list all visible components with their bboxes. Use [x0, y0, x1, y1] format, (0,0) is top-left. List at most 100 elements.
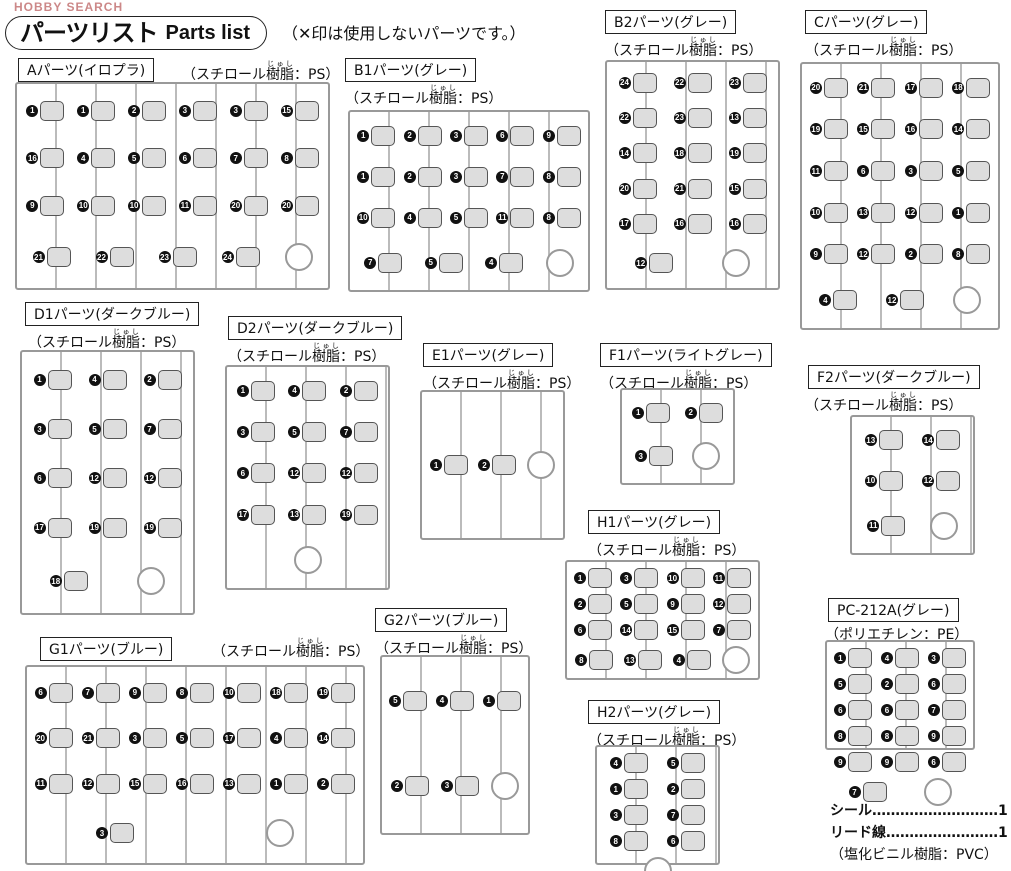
part-shape: [189, 773, 214, 794]
part-number: 20: [809, 81, 822, 94]
part-item: 9: [26, 195, 65, 216]
material-kanji-text: 樹脂: [296, 644, 324, 660]
part-number: 7: [712, 624, 725, 636]
part-shape: [331, 728, 356, 749]
part-item: 23: [673, 107, 712, 128]
part-shape: [623, 753, 648, 773]
furigana: じゅし: [459, 634, 487, 642]
part-shape: [102, 419, 127, 440]
part-number: 6: [927, 678, 940, 690]
part-item: 10: [223, 682, 262, 703]
part-number: 11: [34, 777, 47, 790]
part-number: 15: [857, 123, 870, 136]
part-number: 15: [666, 624, 679, 636]
part-shape: [823, 77, 848, 98]
part-item: 8: [880, 726, 919, 746]
part-item: 18: [952, 77, 991, 98]
runner-label: D1パーツ(ダークブルー): [25, 302, 200, 326]
part-shape: [331, 682, 356, 703]
part-number: 6: [178, 152, 191, 165]
part-number: 4: [672, 654, 685, 666]
part-number: 20: [618, 182, 631, 195]
pvc-material: （塩化ビニル樹脂：PVC）: [830, 847, 998, 863]
part-number: 23: [158, 251, 171, 264]
part-item: 3: [441, 772, 479, 800]
part-number: 14: [922, 434, 935, 447]
part-shape: [918, 119, 943, 140]
part-shape: [284, 728, 309, 749]
runner-material: （スチロール樹脂じゅし：PS）: [212, 637, 369, 661]
part-item: 2: [340, 380, 379, 401]
part-number: 1: [33, 373, 46, 386]
part-shape: [823, 119, 848, 140]
part-item: 6: [236, 463, 275, 484]
material-kanji-text: 樹脂: [459, 641, 487, 657]
part-shape: [680, 594, 705, 614]
part-item: 7: [927, 700, 966, 720]
part-number: 8: [280, 152, 293, 165]
part-item: 15: [666, 620, 705, 640]
part-number: 3: [449, 129, 462, 142]
part-shape: [556, 166, 581, 187]
runner-label: B2パーツ(グレー): [605, 10, 737, 34]
part-shape: [237, 773, 262, 794]
part-item: 9: [128, 682, 167, 703]
part-item: 2: [880, 674, 919, 694]
part-shape: [589, 650, 614, 670]
part-shape: [871, 202, 896, 223]
part-number: 3: [441, 779, 453, 792]
part-number: 18: [270, 686, 283, 699]
part-item: 23: [728, 72, 767, 93]
material-kanji: 樹脂じゅし: [296, 637, 324, 660]
part-item: 2: [478, 451, 517, 479]
part-shape: [686, 650, 711, 670]
part-shape: [823, 161, 848, 182]
part-item: 11: [178, 195, 217, 216]
part-number: 9: [809, 248, 822, 261]
furigana: じゅし: [684, 369, 712, 377]
part-shape: [492, 455, 517, 475]
furigana: じゅし: [889, 391, 917, 399]
part-item: 7: [81, 682, 120, 703]
part-shape: [638, 650, 663, 670]
part-number: 7: [927, 704, 940, 716]
part-item: 1: [952, 202, 991, 223]
part-item: 4: [77, 148, 116, 169]
part-item: 9: [809, 244, 848, 265]
part-item: 6: [178, 148, 217, 169]
part-item: 20: [280, 195, 319, 216]
part-item: 21: [857, 77, 896, 98]
part-item: 3: [449, 125, 488, 146]
part-item: 10: [128, 195, 167, 216]
part-number: 21: [32, 251, 45, 264]
part-shape: [726, 620, 751, 640]
runner-label: H2パーツ(グレー): [588, 700, 721, 724]
furigana: じゅし: [429, 84, 457, 92]
part-shape: [742, 178, 767, 199]
part-item: 24: [618, 72, 657, 93]
material-kanji-text: 樹脂: [429, 91, 457, 107]
part-item: 2: [684, 402, 723, 423]
part-shape: [250, 422, 275, 443]
part-item: 11: [34, 773, 73, 794]
part-number: 8: [880, 730, 893, 742]
material-suffix: ：PS）: [340, 349, 386, 365]
part-number: 8: [609, 835, 622, 847]
part-number: 16: [673, 217, 686, 230]
part-item: 12: [340, 463, 379, 484]
part-item: 19: [88, 517, 127, 538]
part-item: 6: [33, 468, 72, 489]
part-shape: [899, 290, 924, 311]
part-number: 15: [280, 104, 293, 117]
material-prefix: （スチロール: [605, 43, 689, 59]
part-shape: [455, 775, 479, 796]
part-shape: [687, 72, 712, 93]
part-number: 16: [904, 123, 917, 136]
part-number: 16: [175, 777, 188, 790]
part-number: 19: [317, 686, 330, 699]
part-number: 10: [809, 206, 822, 219]
part-shape: [142, 682, 167, 703]
runner-ring: [952, 286, 981, 315]
